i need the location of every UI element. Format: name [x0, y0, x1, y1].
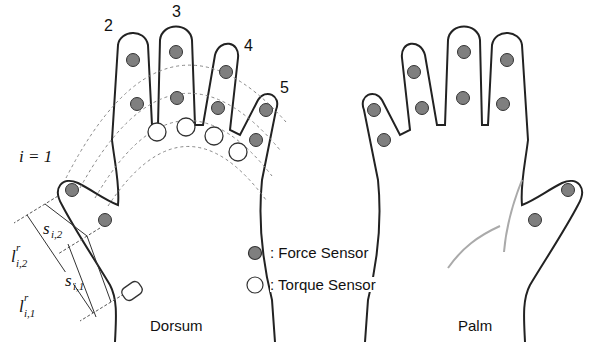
legend-swatch [246, 276, 264, 294]
dimension-symbol: s [42, 220, 51, 237]
panel-caption: Palm [458, 318, 492, 333]
finger-number: 2 [104, 18, 113, 34]
torque-sensor [120, 118, 247, 302]
dimension-symbol: s [64, 272, 73, 289]
dimension-symbol: l [10, 248, 17, 265]
force-sensor [66, 46, 273, 227]
dimension-subscript: i,2 [51, 229, 62, 240]
legend-text: : Torque Sensor [270, 277, 376, 292]
palm-crease [504, 180, 522, 252]
legend-swatch [246, 244, 264, 262]
dimension-superscript: r [16, 242, 20, 253]
palm-outline [363, 27, 582, 342]
force-sensor [368, 46, 575, 227]
dimension-subscript: i,1 [73, 281, 84, 292]
palm-crease [448, 226, 500, 268]
dimension-superscript: r [24, 292, 28, 303]
dimension-subscript: i,1 [24, 308, 35, 319]
finger-number: 4 [244, 38, 253, 54]
legend-text: : Force Sensor [270, 245, 368, 260]
finger-number: 3 [172, 4, 181, 20]
index-label: i = 1 [18, 148, 53, 165]
extension-lines [14, 196, 124, 321]
dimension-symbol: l [18, 298, 25, 315]
joint-arcs [66, 65, 286, 206]
panel-caption: Dorsum [150, 318, 203, 333]
dimension-subscript: i,2 [16, 258, 27, 269]
dimension-lines [27, 204, 111, 317]
finger-number: 5 [280, 80, 289, 96]
dorsum-outline [58, 27, 277, 342]
